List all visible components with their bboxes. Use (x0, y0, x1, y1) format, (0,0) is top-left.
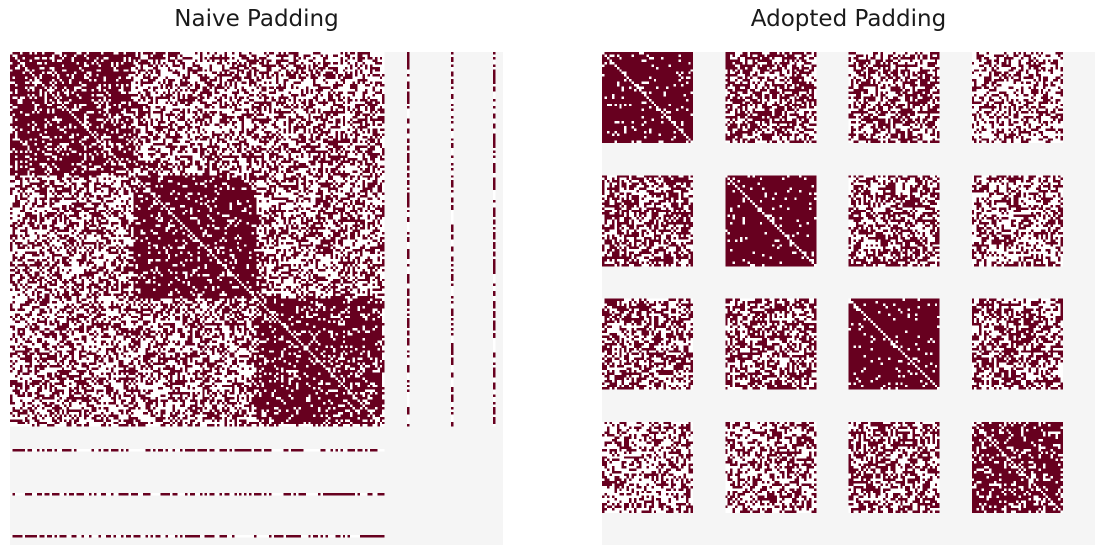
naive-padding-heatmap (10, 52, 503, 545)
adopted-cells (602, 52, 1095, 545)
naive-padding-title: Naive Padding (174, 6, 339, 32)
adopted-padding-heatmap (602, 52, 1095, 545)
adopted-padding-title: Adopted Padding (750, 6, 947, 32)
naive-cells (10, 52, 503, 545)
